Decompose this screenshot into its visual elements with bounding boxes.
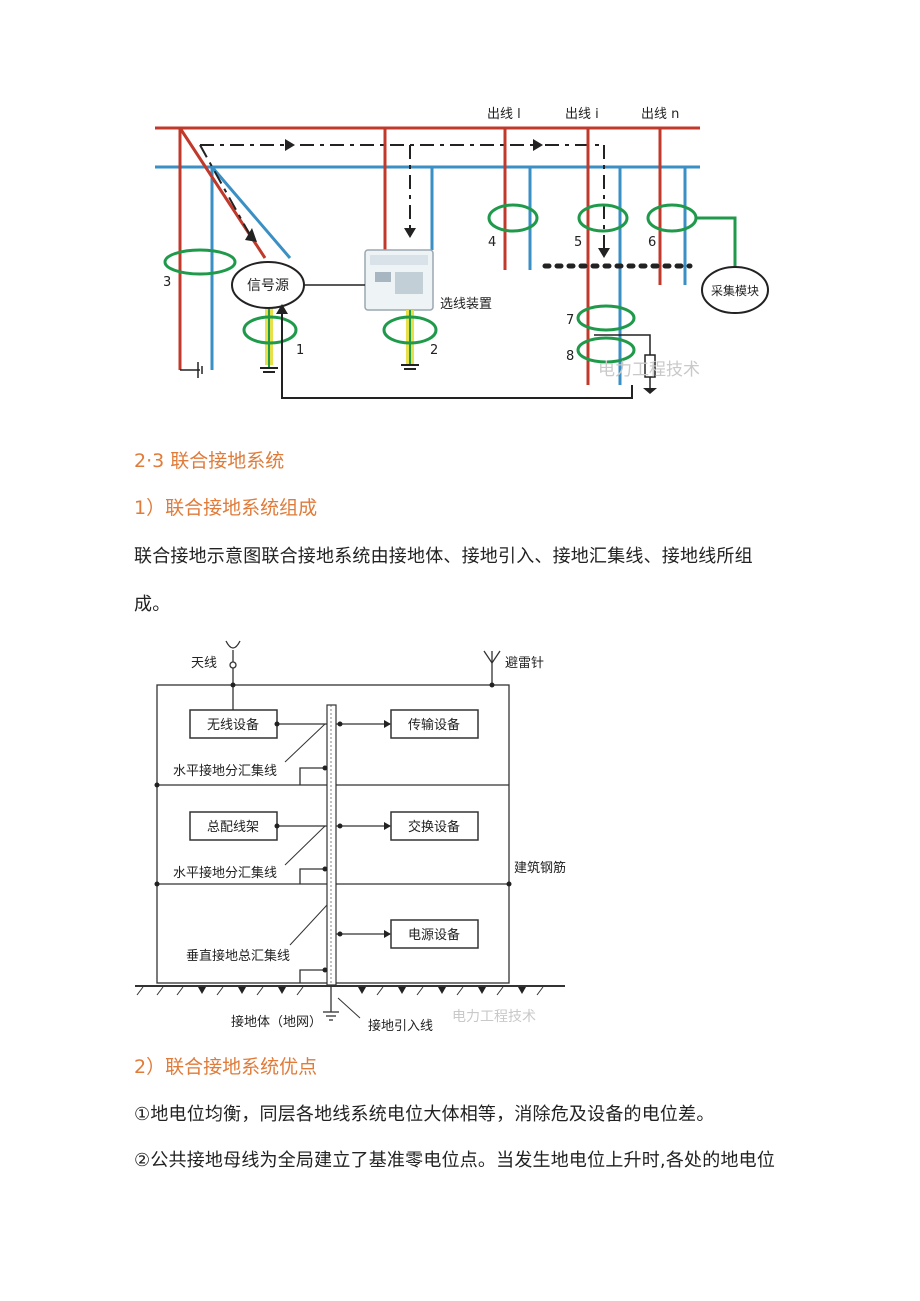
power-equipment-label: 电源设备 (408, 927, 460, 943)
section-1-paragraph-line1: 联合接地示意图联合接地系统由接地体、接地引入、接地汇集线、接地线所组 (134, 546, 753, 567)
transmission-equipment-box (390, 709, 479, 739)
outlet-label-l: 出线 l (487, 107, 521, 122)
collector-module (701, 266, 769, 314)
section-2-3-heading: 2·3 联合接地系统 (134, 450, 285, 472)
wireless-equipment-label: 无线设备 (207, 717, 259, 733)
outlet-label-i: 出线 i (565, 107, 599, 122)
horizontal-bus-label-1: 水平接地分汇集线 (173, 763, 277, 779)
distribution-frame-box (189, 811, 278, 841)
transmission-equipment-label: 传输设备 (408, 717, 460, 733)
power-equipment-box (390, 919, 479, 949)
section-2-heading: 2）联合接地系统优点 (134, 1056, 318, 1078)
current-transformer-6 (646, 203, 698, 233)
section-2-point2: ②公共接地母线为全局建立了基准零电位点。当发生地电位上升时,各处的地电位 (134, 1150, 776, 1171)
number-2: 2 (430, 343, 438, 358)
combined-grounding-diagram: 天线 避雷针 无线设备 传输设备 水平接地分汇集线 总配线架 交换设备 水平接地… (135, 640, 566, 1034)
current-transformer-5 (577, 203, 629, 233)
section-1-heading: 1）联合接地系统组成 (134, 497, 318, 519)
collector-label: 采集模块 (711, 283, 759, 298)
wireless-equipment-box (189, 709, 278, 739)
number-8: 8 (566, 349, 574, 364)
number-5: 5 (574, 235, 582, 250)
switching-equipment-label: 交换设备 (408, 819, 460, 835)
number-6: 6 (648, 235, 656, 250)
number-3: 3 (163, 275, 171, 290)
number-4: 4 (488, 235, 496, 250)
current-transformer-7 (576, 304, 636, 332)
grounding-line-selection-diagram: 出线 l 出线 i 出线 n 3 信号源 1 选线装置 2 4 (155, 107, 769, 399)
distribution-frame-label: 总配线架 (207, 820, 259, 835)
grounding-lead-label: 接地引入线 (368, 1018, 433, 1034)
current-transformer-2 (382, 315, 438, 345)
current-transformer-8 (576, 336, 636, 364)
watermark-fig1: 电力工程技术 (598, 360, 700, 380)
switching-equipment-box (390, 811, 479, 841)
grounding-body-label: 接地体（地网） (231, 1014, 322, 1030)
section-1-paragraph-line2: 成。 (134, 594, 171, 615)
outlet-label-n: 出线 n (641, 107, 679, 122)
section-2-point1: ①地电位均衡，同层各地线系统电位大体相等，消除危及设备的电位差。 (134, 1104, 715, 1125)
lightning-rod-label: 避雷针 (505, 656, 544, 671)
current-transformer-3 (163, 248, 237, 276)
number-7: 7 (566, 313, 574, 328)
vertical-bus-label: 垂直接地总汇集线 (186, 948, 290, 964)
current-transformer-1 (242, 315, 298, 345)
antenna-label: 天线 (191, 656, 217, 671)
line-selector-label: 选线装置 (440, 297, 492, 312)
number-1: 1 (296, 343, 304, 358)
horizontal-bus-label-2: 水平接地分汇集线 (173, 865, 277, 881)
building-rebar-label: 建筑钢筋 (514, 860, 566, 876)
current-transformer-4 (487, 203, 539, 233)
signal-source-label: 信号源 (247, 278, 289, 294)
watermark-fig2: 电力工程技术 (452, 1009, 536, 1025)
